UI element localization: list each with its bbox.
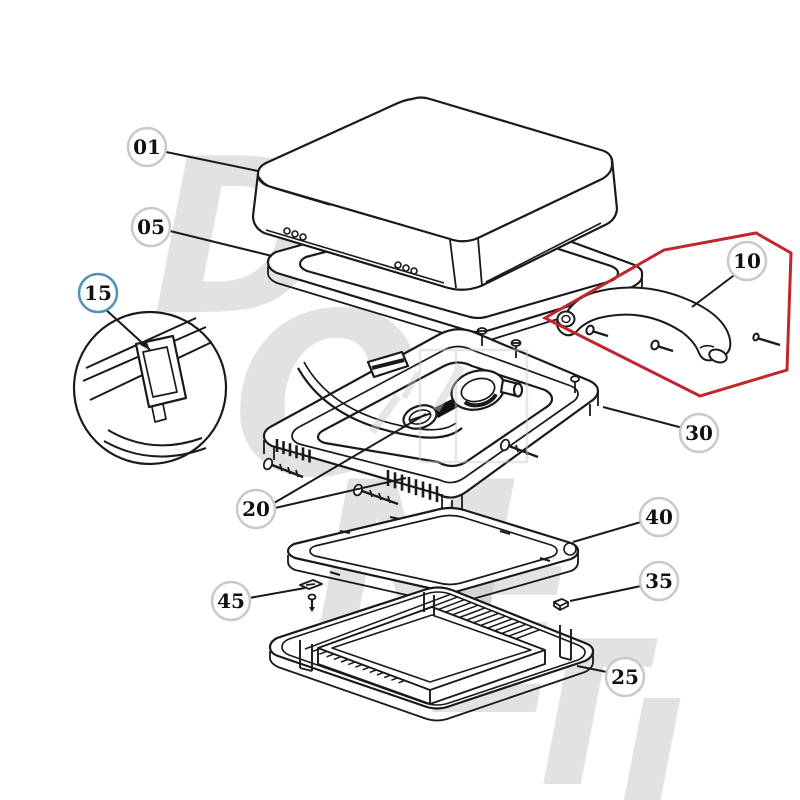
garnish-inner-curb [299,592,572,705]
callout-label-30: 30 [685,421,713,445]
callout-circle-05[interactable] [130,206,172,248]
callout-10[interactable]: 10 [726,240,768,282]
callout-label-45: 45 [217,589,245,613]
callout-label-05: 05 [137,215,165,239]
long-screw [352,483,399,506]
callout-05[interactable]: 05 [130,206,172,248]
callout-circle-45[interactable] [210,580,252,622]
callout-25[interactable]: 25 [604,656,646,698]
callout-circle-30[interactable] [678,412,720,454]
callout-circle-35[interactable] [638,560,680,602]
callout-circle-01[interactable] [126,126,168,168]
leader-line-15 [103,307,151,351]
callout-circle-25[interactable] [604,656,646,698]
screws [262,327,580,506]
long-screw [262,457,304,479]
callout-circle-40[interactable] [638,496,680,538]
selected-part-highlight[interactable] [541,231,793,398]
callout-circle-20[interactable] [235,488,277,530]
handle-pin [752,332,781,347]
phillips-screw [476,327,488,346]
callout-20[interactable]: 20 [235,488,277,530]
callout-15[interactable]: 15 [77,272,119,314]
leader-line-40 [572,521,642,543]
hinge-rack-teeth [275,439,439,503]
handle-screw [650,339,674,353]
callout-01[interactable]: 01 [126,126,168,168]
handle-kit-drawing [555,286,781,364]
callout-label-20: 20 [242,497,270,521]
phillips-screw [570,375,580,393]
leader-line-05 [169,230,273,257]
callout-45[interactable]: 45 [210,580,252,622]
callout-label-35: 35 [645,569,673,593]
base-frame-drawing [262,328,600,547]
leader-line-20 [273,413,427,504]
callout-label-01: 01 [133,135,161,159]
latch-detail-inset [72,310,228,466]
clip-35-drawing [553,598,569,611]
leader-line-35 [569,585,642,602]
callout-bubbles: 01 05 15 10 30 20 40 35 45 25 [77,126,768,698]
callout-circle-15[interactable] [77,272,119,314]
lid-drawing [251,96,619,291]
long-screw [499,438,539,459]
leader-line-45 [248,587,306,599]
callout-40[interactable]: 40 [638,496,680,538]
callout-label-40: 40 [645,505,673,529]
leader-line-01 [165,151,259,172]
callout-label-10: 10 [733,249,761,273]
leader-line-20 [274,477,407,509]
callout-label-25: 25 [611,665,639,689]
callout-30[interactable]: 30 [678,412,720,454]
watermark-logo-box [368,348,529,464]
handle-screw [585,324,609,338]
leader-line-10 [691,272,738,308]
leader-lines [103,151,738,673]
clip-45-drawing [299,579,323,612]
callout-circle-10[interactable] [726,240,768,282]
phillips-screw [510,339,522,358]
callout-35[interactable]: 35 [638,560,680,602]
callout-label-15: 15 [84,281,112,305]
leader-line-30 [602,406,684,429]
leader-line-25 [576,665,608,673]
